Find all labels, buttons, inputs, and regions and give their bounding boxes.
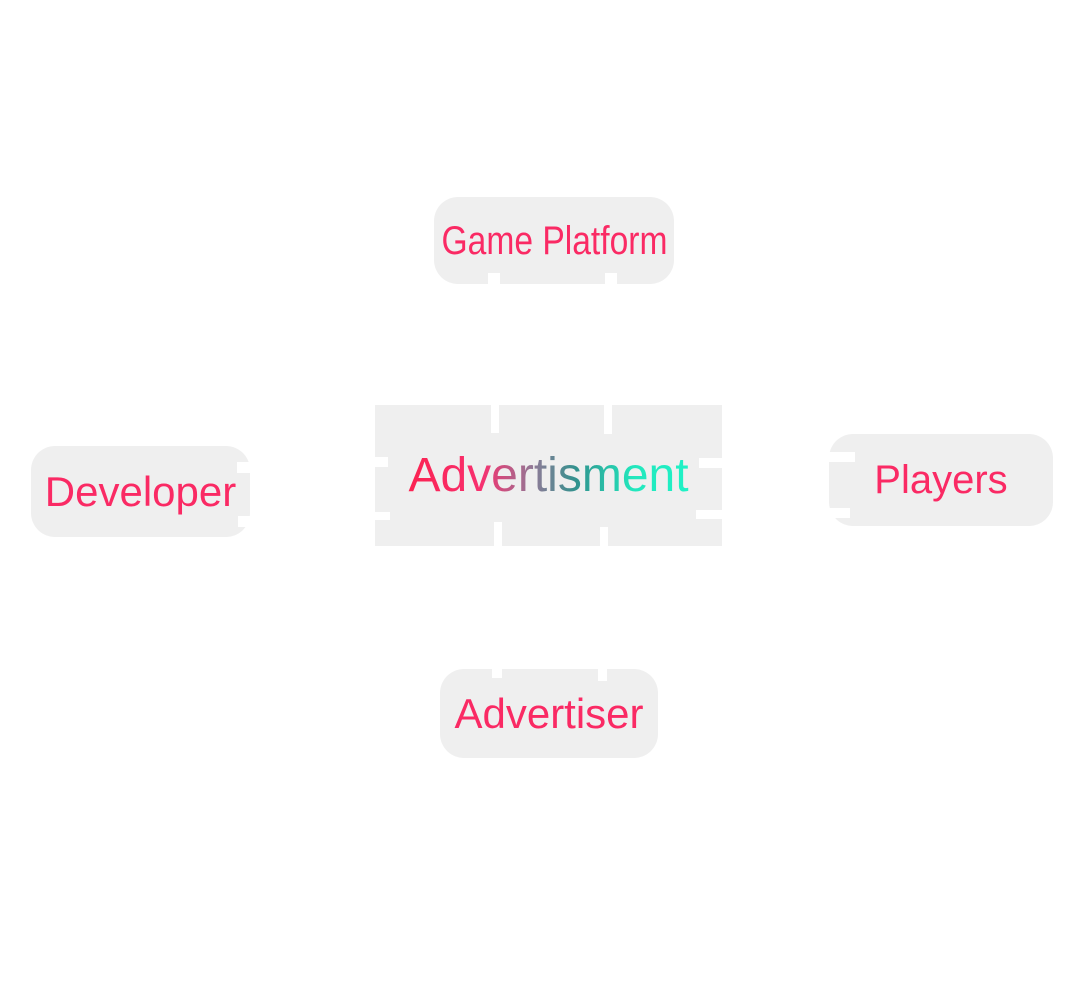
connector-notch xyxy=(605,273,617,284)
connector-notch xyxy=(237,462,250,473)
connector-notch xyxy=(492,669,502,678)
node-game-platform[interactable]: Game Platform xyxy=(434,197,674,284)
node-advertiser[interactable]: Advertiser xyxy=(440,669,658,758)
node-players-label: Players xyxy=(874,458,1008,502)
node-developer[interactable]: Developer xyxy=(31,446,250,537)
connector-notch xyxy=(238,516,250,527)
connector-notch xyxy=(491,405,499,433)
connector-notch xyxy=(600,527,608,546)
node-game-platform-label: Game Platform xyxy=(441,218,667,263)
connector-notch xyxy=(494,522,502,546)
connector-notch xyxy=(829,508,850,518)
connector-notch xyxy=(375,457,388,467)
connector-notch xyxy=(598,669,607,681)
node-developer-label: Developer xyxy=(44,467,237,515)
connector-notch xyxy=(488,273,500,284)
connector-notch xyxy=(829,452,855,462)
connector-notch xyxy=(696,510,722,519)
node-advertisment-label: Advertisment xyxy=(408,448,689,502)
node-advertisment[interactable]: Advertisment xyxy=(375,405,722,546)
node-players[interactable]: Players xyxy=(829,434,1053,526)
connector-notch xyxy=(699,458,722,468)
connector-notch xyxy=(604,405,612,434)
node-advertiser-label: Advertiser xyxy=(454,689,644,737)
connector-notch xyxy=(375,512,390,520)
